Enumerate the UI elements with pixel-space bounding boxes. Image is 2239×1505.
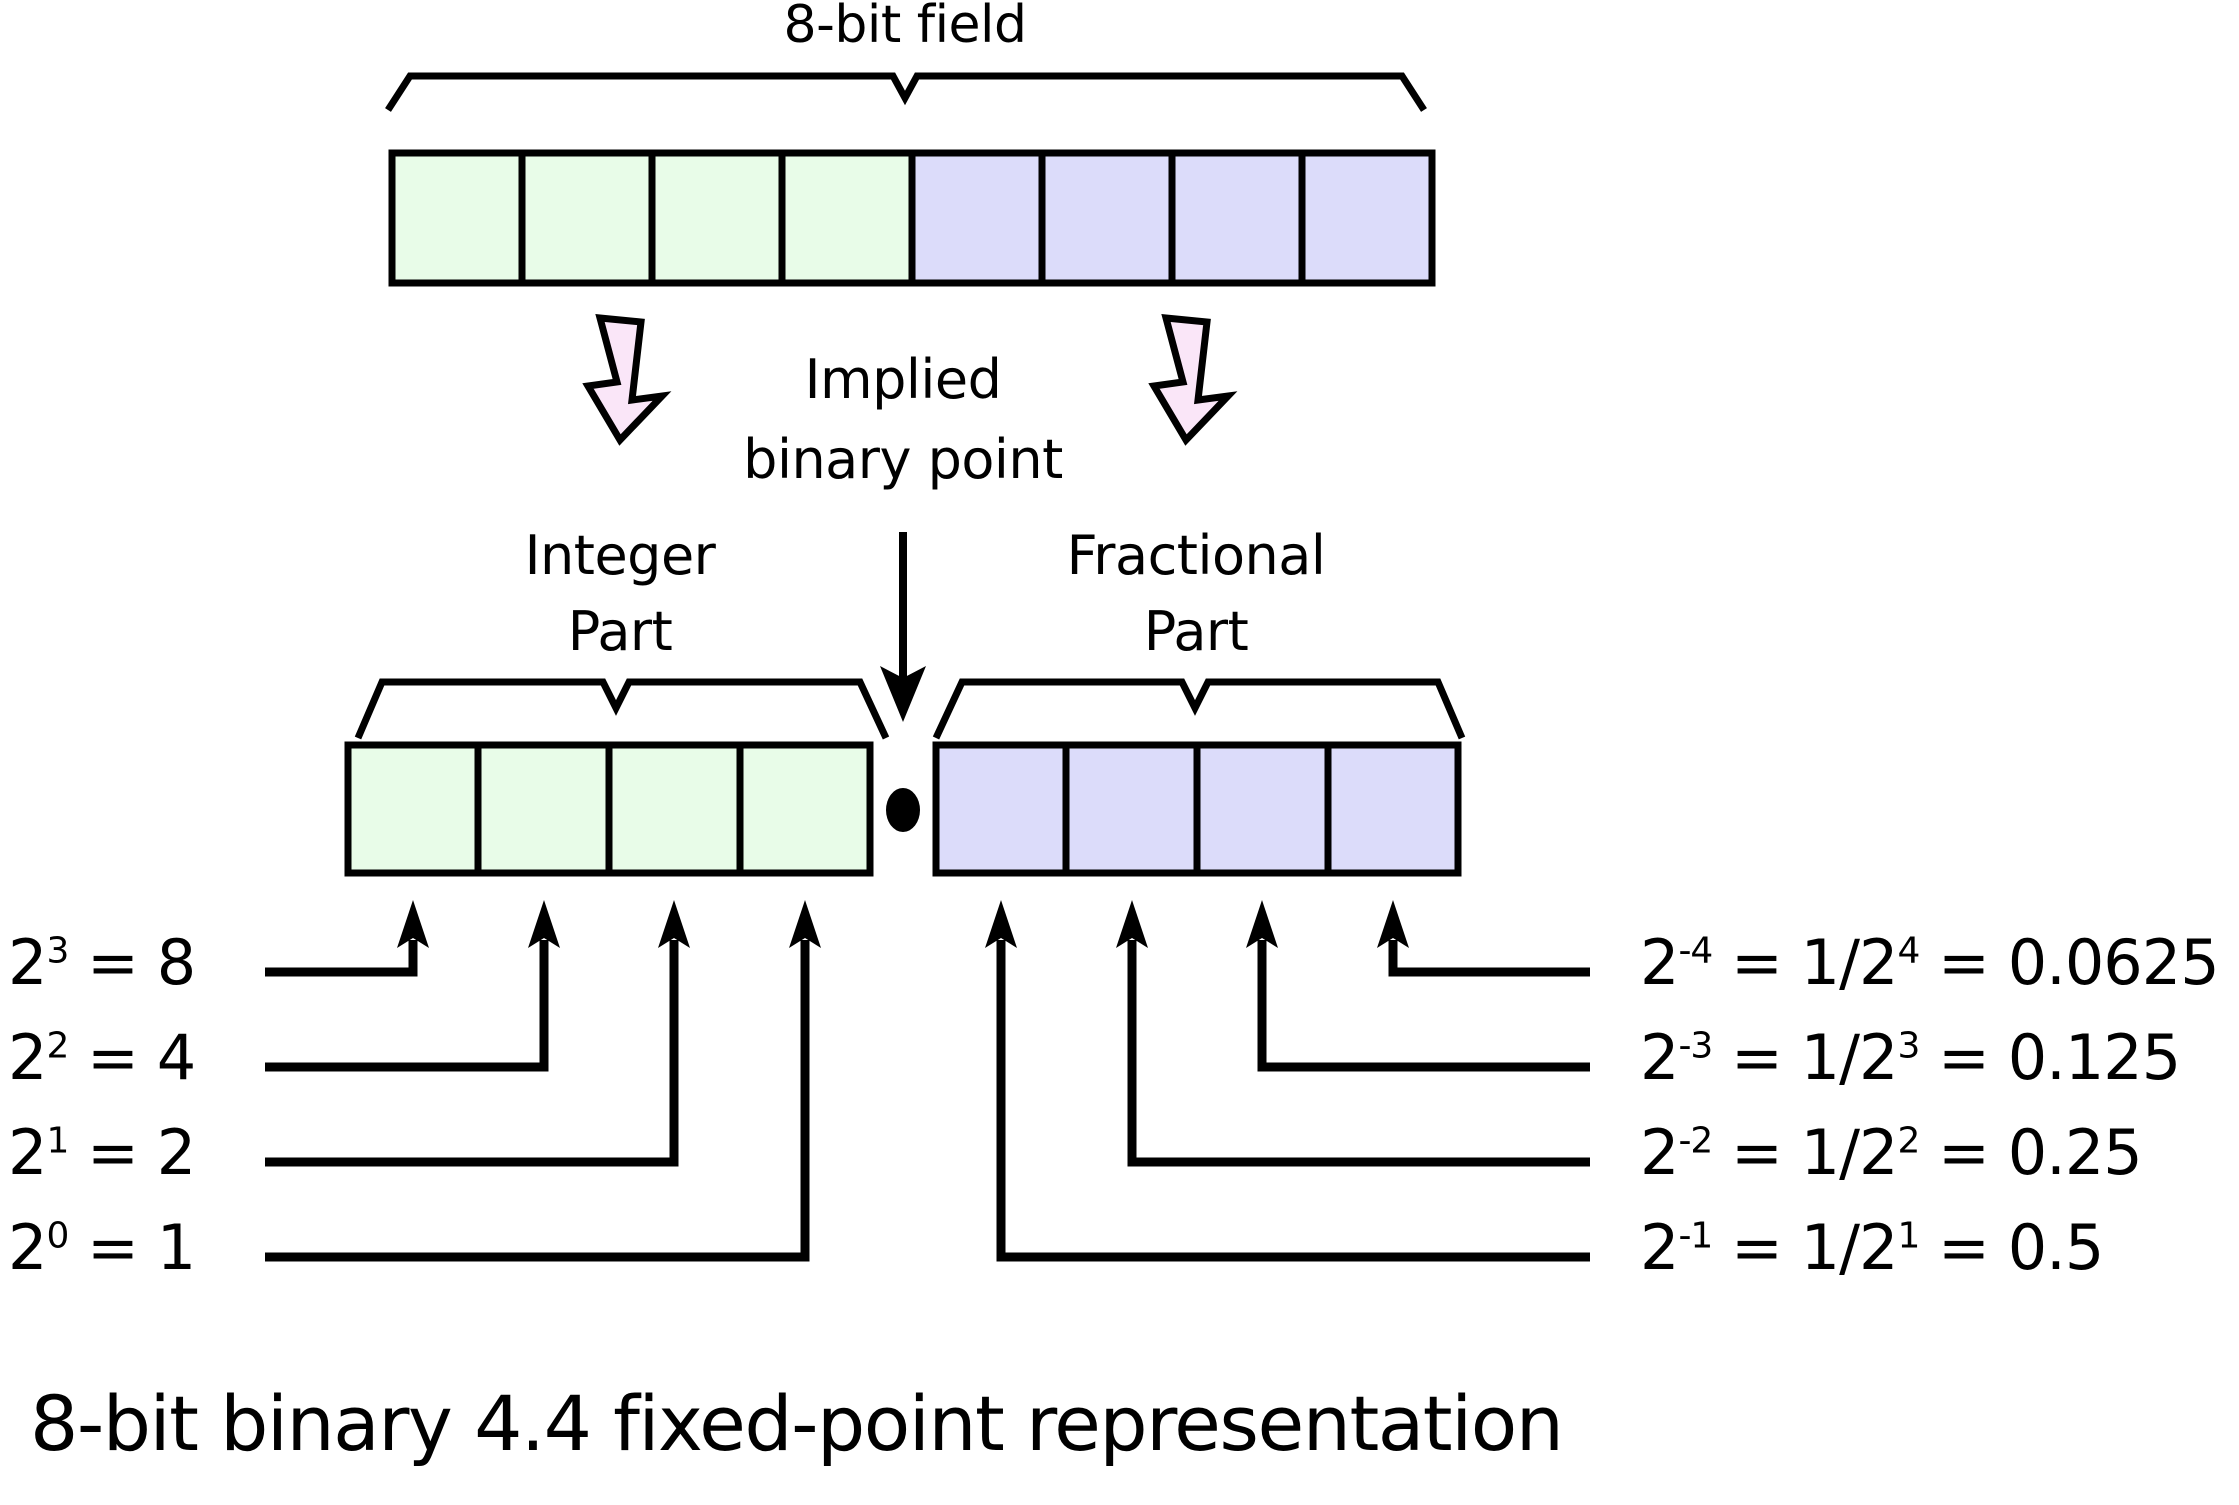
integer-part-label-line1: Integer	[524, 524, 716, 587]
fractional-down-arrow-icon	[1148, 314, 1238, 446]
top-bit-field	[388, 149, 1436, 287]
integer-leader-lines	[265, 940, 810, 1262]
integer-weight-label-3: 20 = 1	[8, 1211, 196, 1284]
implied-binary-point-label-line2: binary point	[743, 428, 1063, 491]
fraction-weight-label-0: 2-4 = 1/24 = 0.0625	[1640, 926, 2220, 999]
fraction-weight-label-3: 2-1 = 1/21 = 0.5	[1640, 1211, 2104, 1284]
page-title: 8-bit field	[783, 0, 1027, 55]
top-brace	[385, 72, 1427, 112]
fractional-leader-lines	[996, 940, 1590, 1262]
fractional-part-label-line2: Part	[1143, 600, 1249, 663]
integer-weight-label-2: 21 = 2	[8, 1116, 196, 1189]
binary-point-arrow-icon	[880, 532, 926, 722]
integer-weight-label-0: 23 = 8	[8, 926, 196, 999]
integer-down-arrow-icon	[582, 314, 672, 446]
diagram-caption: 8-bit binary 4.4 fixed-point representat…	[30, 1379, 1564, 1468]
fractional-nibble-field	[932, 741, 1462, 877]
integer-part-label-line2: Part	[567, 600, 673, 663]
integer-nibble-field	[344, 741, 874, 877]
fractional-part-brace	[932, 678, 1466, 740]
integer-leader-arrowheads	[397, 900, 821, 948]
fraction-weight-label-1: 2-3 = 1/23 = 0.125	[1640, 1021, 2181, 1094]
integer-part-brace	[354, 678, 890, 740]
fractional-part-label-line1: Fractional	[1066, 524, 1326, 587]
fractional-leader-arrowheads	[985, 900, 1409, 948]
binary-point-dot	[886, 788, 920, 832]
implied-binary-point-label-line1: Implied	[804, 348, 1002, 411]
integer-weight-label-1: 22 = 4	[8, 1021, 196, 1094]
fraction-weight-label-2: 2-2 = 1/22 = 0.25	[1640, 1116, 2143, 1189]
